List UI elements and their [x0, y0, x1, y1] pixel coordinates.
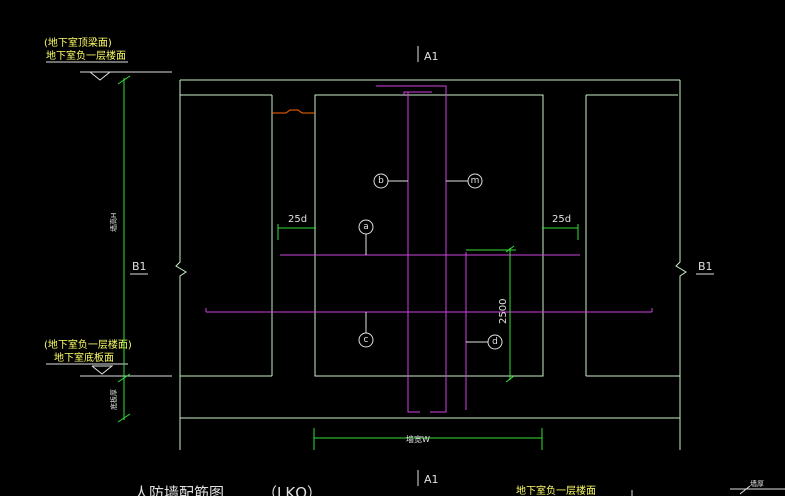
top-cut-label: A1 [424, 50, 439, 63]
rebar-mark-d: d [492, 337, 498, 347]
rebar-mark-m: m [471, 176, 480, 186]
anchor-dim-left-label: 25d [288, 214, 307, 225]
height-dim-tick-bottom [505, 375, 515, 383]
rebar-mark-a: a [363, 222, 369, 232]
level-label-top-2: 地下室负一层楼面 [46, 49, 126, 62]
right-cut-label: B1 [698, 260, 713, 273]
left-dim-tick-mid [117, 373, 131, 383]
anchor-dim-right-label: 25d [552, 214, 571, 225]
left-cut-label: B1 [132, 260, 147, 273]
rebar-vertical-left [407, 92, 420, 413]
drawing-title: 人防墙配筋图 [134, 484, 224, 496]
height-dim-tick-top [505, 245, 515, 253]
level-marker-top [89, 71, 112, 81]
center-wall-box [314, 94, 544, 377]
level-label-top-1: (地下室顶梁面) [44, 36, 112, 49]
rebar-vertical-hook [403, 91, 432, 96]
left-dim-label-1: 墙高H [109, 213, 118, 232]
level-label-mid-2: 地下室底板面 [54, 351, 114, 364]
left-outer-boundary [175, 80, 187, 450]
drawing-code: （LKQ） [262, 484, 322, 496]
level-label-mid-1: (地下室负一层楼面) [44, 338, 132, 351]
left-dim-label-2: 底板厚 [109, 389, 118, 410]
width-dim-label: 墙宽W [406, 434, 430, 444]
rebar-mark-c: c [364, 335, 369, 345]
rebar-mark-b: b [378, 176, 384, 186]
bottom-right-tag: 墙厚 [750, 479, 764, 488]
left-dim-tick-top [117, 75, 131, 85]
bottom-cut-label: A1 [424, 473, 439, 486]
height-dim-label: 2500 [498, 299, 509, 324]
level-marker-mid [91, 365, 114, 375]
level-label-bottom-right: 地下室负一层楼面 [516, 484, 596, 496]
highlight-marker [272, 109, 315, 114]
left-dim-tick-bottom [117, 413, 131, 423]
bottom-right-tag-tick [739, 485, 751, 495]
rebar-vertical-right [376, 85, 447, 413]
right-outer-boundary [675, 80, 687, 450]
